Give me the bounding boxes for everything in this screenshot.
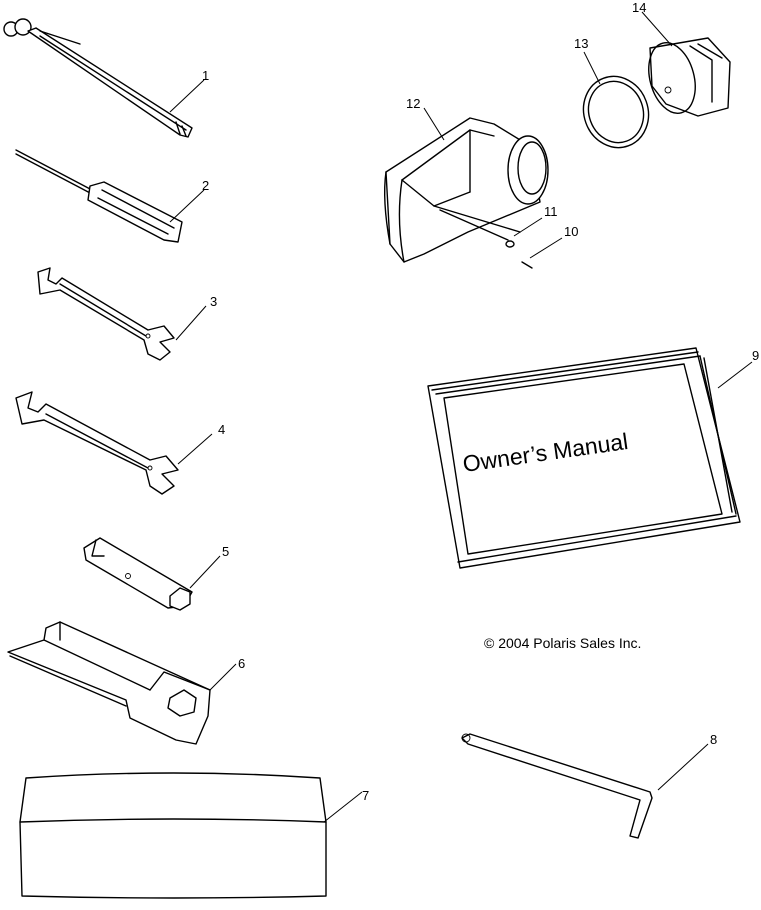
part-10-screw xyxy=(521,237,563,269)
copyright-notice: © 2004 Polaris Sales Inc. xyxy=(484,635,641,651)
part-9-owners-manual: Owner’s Manual xyxy=(427,347,753,569)
callout-12: 12 xyxy=(406,96,420,111)
part-3-wrench-small xyxy=(37,267,207,361)
callout-2: 2 xyxy=(202,178,209,193)
callout-13: 13 xyxy=(574,36,588,51)
part-2-screwdriver xyxy=(15,149,205,243)
callout-7: 7 xyxy=(362,788,369,803)
part-12-intake-housing xyxy=(383,107,549,263)
callout-6: 6 xyxy=(238,656,245,671)
part-5-spark-plug-socket xyxy=(83,537,221,611)
callout-11: 11 xyxy=(544,204,558,219)
part-6-tool-handle xyxy=(7,621,237,745)
part-7-tool-pouch xyxy=(19,772,363,899)
part-11-washer xyxy=(505,217,543,248)
callout-5: 5 xyxy=(222,544,229,559)
part-8-allen-wrench xyxy=(461,733,709,839)
part-13-o-ring xyxy=(582,51,650,149)
callout-14: 14 xyxy=(632,0,646,15)
callout-9: 9 xyxy=(752,348,759,363)
part-4-wrench-large xyxy=(15,391,213,495)
callout-8: 8 xyxy=(710,732,717,747)
part-1-pressure-gauge xyxy=(3,18,205,138)
part-14-clamp-cap xyxy=(641,11,731,117)
callout-10: 10 xyxy=(564,224,578,239)
callout-4: 4 xyxy=(218,422,225,437)
callout-labels: 1 2 3 4 5 6 7 8 9 10 11 12 13 14 xyxy=(202,0,759,803)
callout-3: 3 xyxy=(210,294,217,309)
callout-1: 1 xyxy=(202,68,209,83)
